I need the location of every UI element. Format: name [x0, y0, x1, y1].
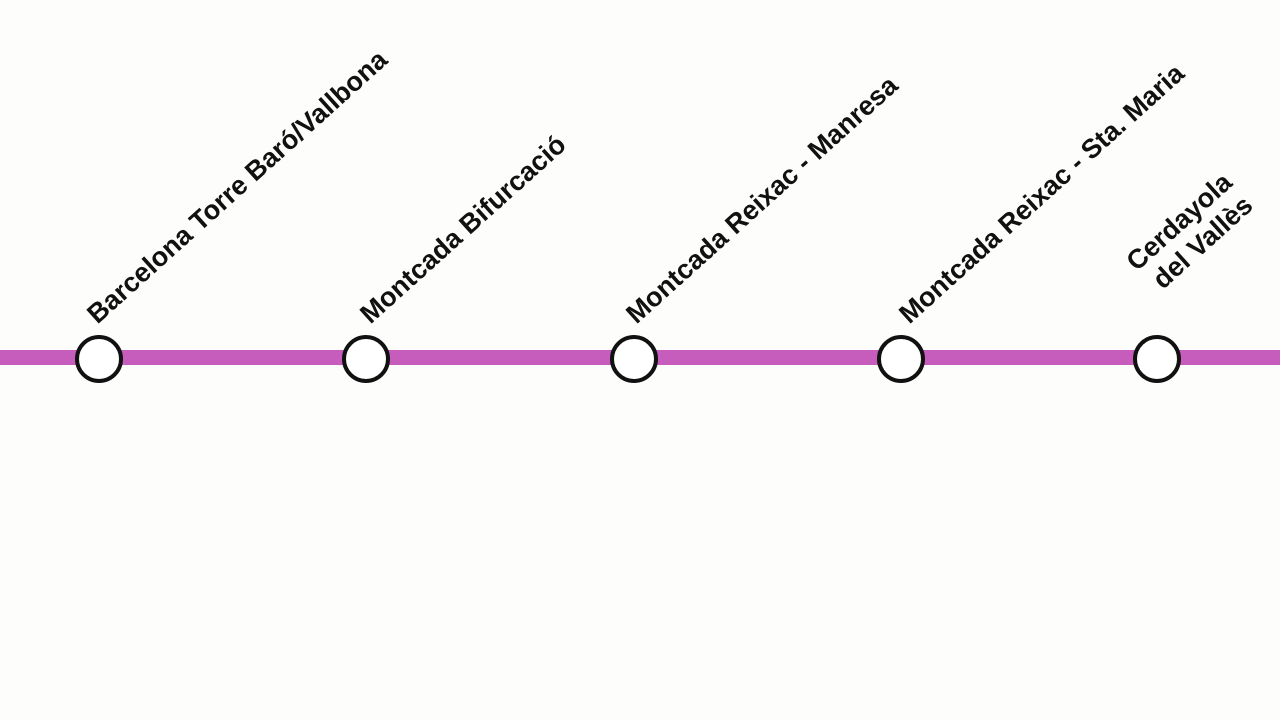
station-marker-icon[interactable] — [610, 335, 658, 383]
station-marker-icon[interactable] — [75, 335, 123, 383]
station-marker-icon[interactable] — [342, 335, 390, 383]
station-label: Barcelona Torre Baró/Vallbona — [81, 44, 394, 330]
station-marker-icon[interactable] — [877, 335, 925, 383]
station-marker-icon[interactable] — [1133, 335, 1181, 383]
station-label: Montcada Bifurcació — [354, 129, 572, 330]
station-label: Cerdayola del Vallès — [1120, 166, 1259, 295]
station-label: Montcada Reixac - Manresa — [620, 70, 904, 330]
